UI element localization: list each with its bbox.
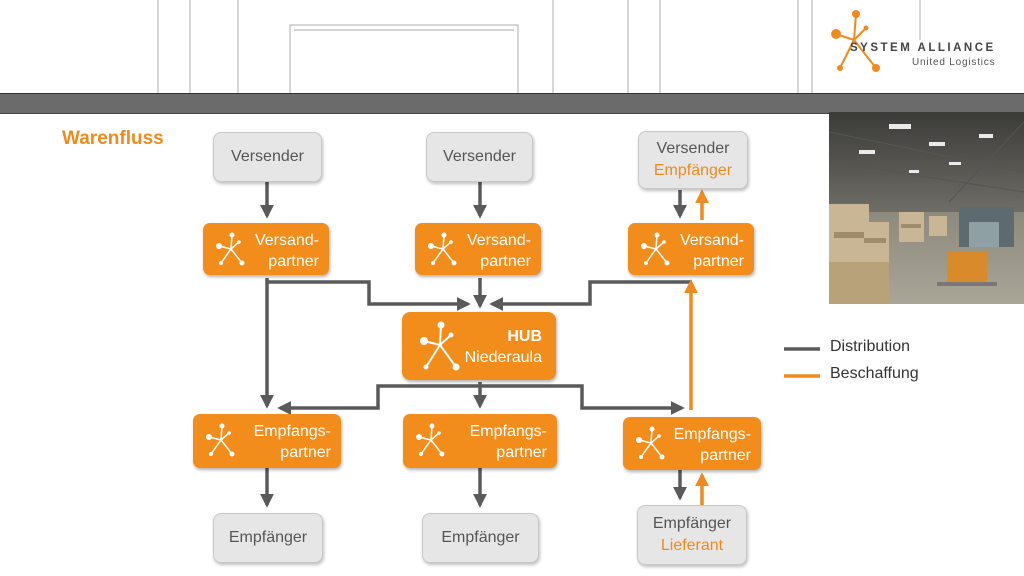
hub-label: HUB [507, 328, 542, 345]
system-alliance-logo-icon [831, 10, 880, 72]
empfangspartner-box-2: Empfangs-partner [403, 414, 557, 468]
network-node-icon [641, 232, 670, 266]
hub-niederaula-box: HUB Niederaula [402, 312, 556, 380]
empfangspartner-label-line2: partner [700, 447, 751, 464]
empfangspartner-box-3: Empfangs-partner [623, 417, 761, 470]
versandpartner-label-line2: partner [480, 253, 531, 270]
empfaenger-label: Empfänger [441, 529, 520, 546]
empfangspartner-label-line1: Empfangs- [469, 423, 547, 440]
legend-beschaffung-label: Beschaffung [830, 365, 919, 382]
logo-brand-name: SYSTEM ALLIANCE [850, 42, 996, 54]
versandpartner-box-2: Versand-partner [415, 223, 541, 275]
empfaenger-label: Empfänger [228, 529, 308, 546]
lieferant-label: Lieferant [660, 537, 724, 554]
versandpartner-label-line1: Versand- [254, 232, 319, 249]
logo-tagline: United Logistics [912, 57, 996, 68]
versender-box-2: Versender [426, 132, 533, 182]
network-node-icon [216, 232, 245, 266]
legend-distribution-label: Distribution [830, 338, 911, 355]
empfaenger-box-1: Empfänger [213, 513, 323, 563]
network-node-icon [416, 423, 445, 457]
empfangspartner-label-line2: partner [496, 444, 547, 461]
network-node-icon [636, 426, 665, 460]
versandpartner-label-line1: Versand- [679, 232, 744, 249]
versender-box-1: Versender [213, 132, 322, 182]
versender-label: Versender [231, 148, 304, 165]
versender-label: Versender [656, 140, 730, 157]
header-band [0, 93, 1024, 114]
versender-empfaenger-box: Versender Empfänger [638, 131, 748, 189]
versandpartner-box-1: Versand-partner [203, 223, 329, 275]
versender-label: Versender [443, 148, 516, 165]
empfangspartner-label-line1: Empfangs- [253, 423, 331, 440]
header-line-drawing [157, 0, 921, 93]
empfaenger-box-2: Empfänger [422, 513, 539, 563]
network-node-icon [428, 232, 457, 266]
empfaenger-label: Empfänger [652, 515, 732, 532]
empfangspartner-box-1: Empfangs-partner [193, 414, 341, 468]
warehouse-photo [829, 112, 1024, 304]
page-title: Warenfluss [62, 128, 164, 149]
empfaenger-label: Empfänger [653, 162, 733, 179]
versandpartner-label-line2: partner [268, 253, 319, 270]
empfaenger-lieferant-box: Empfänger Lieferant [637, 505, 747, 565]
network-node-icon [206, 423, 235, 457]
network-node-icon [420, 321, 460, 371]
versandpartner-label-line1: Versand- [466, 232, 531, 249]
hub-location-label: Niederaula [464, 349, 542, 366]
empfangspartner-label-line2: partner [280, 444, 331, 461]
versandpartner-box-3: Versand-partner [628, 223, 754, 275]
empfangspartner-label-line1: Empfangs- [673, 426, 751, 443]
versandpartner-label-line2: partner [693, 253, 744, 270]
